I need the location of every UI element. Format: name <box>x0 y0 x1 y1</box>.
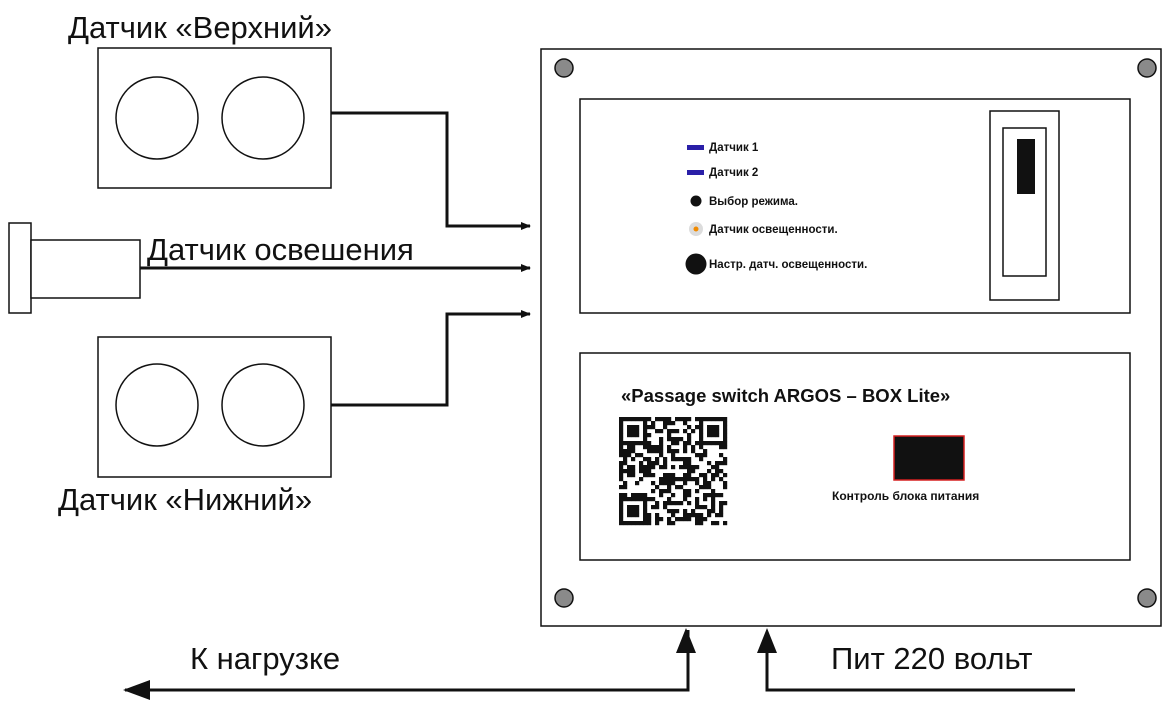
mounting-screw-icon <box>554 58 574 78</box>
indicator-list: Датчик 1 Датчик 2 Выбор режима. Датчик осве… <box>685 142 867 275</box>
indicator-label: Датчик освещенности. <box>709 224 838 236</box>
mounting-screw-icon <box>1137 588 1157 608</box>
sensor-lens-right <box>221 76 305 160</box>
lower-sensor-wire <box>331 310 531 407</box>
mode-button-icon <box>690 195 702 207</box>
psu-indicator <box>893 435 965 481</box>
arrow-up-icon <box>676 628 696 653</box>
arrow-up-icon <box>757 628 777 653</box>
switch-slider[interactable] <box>1017 139 1035 194</box>
blue-led-icon <box>687 170 704 175</box>
mounting-screw-icon <box>554 588 574 608</box>
qr-code-icon <box>619 417 728 526</box>
indicator-label: Датчик 2 <box>709 167 758 179</box>
upper-sensor-label: Датчик «Верхний» <box>68 10 332 45</box>
arrow-left-icon <box>123 680 150 700</box>
lower-sensor-label: Датчик «Нижний» <box>58 482 312 517</box>
lower-sensor <box>97 336 332 478</box>
indicator-label: Выбор режима. <box>709 196 798 208</box>
power-wire <box>765 652 1075 692</box>
photo-sensor-icon <box>689 222 703 236</box>
load-label: К нагрузке <box>190 641 340 676</box>
upper-sensor <box>97 47 332 189</box>
upper-sensor-wire <box>331 111 531 230</box>
trimmer-icon <box>685 253 707 275</box>
sensor-lens-right <box>221 363 305 447</box>
mode-switch[interactable] <box>989 110 1060 301</box>
blue-led-icon <box>687 145 704 150</box>
mounting-screw-icon <box>1137 58 1157 78</box>
indicator-label: Настр. датч. освещенности. <box>709 259 867 271</box>
power-label: Пит 220 вольт <box>831 641 1032 676</box>
indicator-label: Датчик 1 <box>709 142 759 154</box>
psu-label: Контроль блока питания <box>832 489 979 503</box>
device-title: «Passage switch ARGOS – BOX Lite» <box>621 385 950 406</box>
sensor-lens-left <box>115 76 199 160</box>
sensor-lens-left <box>115 363 199 447</box>
light-sensor-label: Датчик освешения <box>147 232 414 267</box>
light-sensor <box>8 222 141 314</box>
